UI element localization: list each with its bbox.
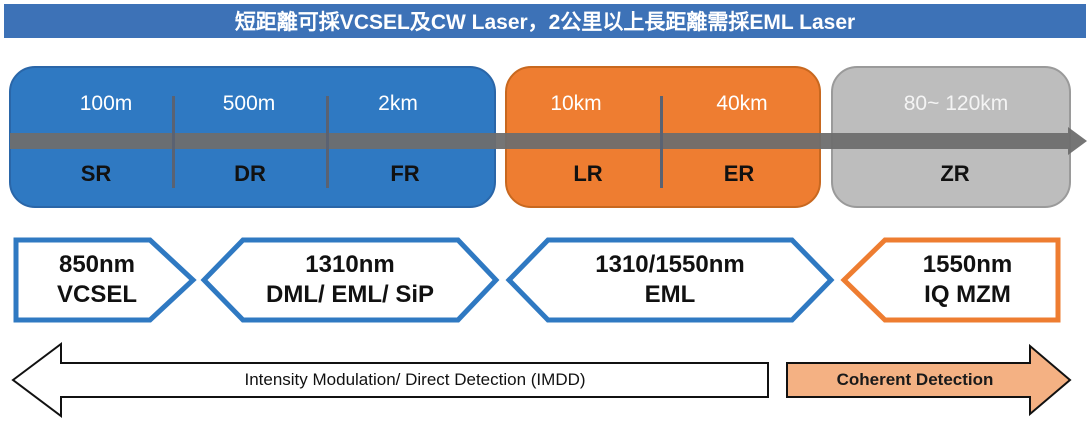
- vcsel-label: 850nm VCSEL: [24, 250, 170, 310]
- code-sr: SR: [80, 161, 112, 186]
- code-er: ER: [723, 161, 755, 186]
- distance-2km: 2km: [378, 92, 418, 115]
- code-zr: ZR: [940, 161, 970, 186]
- iq-mzm-label: 1550nm IQ MZM: [880, 250, 1055, 310]
- code-dr: DR: [234, 161, 266, 186]
- eml-wavelength: 1310/1550nm: [595, 251, 745, 278]
- iq-mzm-wavelength: 1550nm: [922, 251, 1013, 278]
- divider-lr-er: [660, 96, 663, 188]
- iq-mzm-type: IQ MZM: [924, 281, 1011, 308]
- title-bar: 短距離可採VCSEL及CW Laser，2公里以上長距離需採EML Laser: [4, 4, 1086, 38]
- distance-80-120km: 80~ 120km: [903, 92, 1009, 115]
- vcsel-shape: [13, 237, 197, 323]
- divider-sr-dr: [172, 96, 175, 188]
- eml-label: 1310/1550nm EML: [535, 250, 805, 310]
- vcsel-wavelength: 850nm: [58, 251, 136, 278]
- dml-eml-sip-type: DML/ EML/ SiP: [266, 281, 434, 308]
- code-fr: FR: [390, 161, 420, 186]
- eml-type: EML: [644, 281, 696, 308]
- coherent-label: Coherent Detection: [836, 370, 994, 389]
- dml-eml-sip-wavelength: 1310nm: [305, 251, 395, 278]
- distance-10km: 10km: [550, 92, 602, 115]
- imdd-label: Intensity Modulation/ Direct Detection (…: [244, 370, 586, 389]
- distance-500m: 500m: [222, 92, 276, 115]
- imdd-arrow: [11, 342, 769, 418]
- divider-dr-fr: [326, 96, 329, 188]
- distance-40km: 40km: [716, 92, 768, 115]
- dml-eml-sip-label: 1310nm DML/ EML/ SiP: [228, 250, 472, 310]
- iq-mzm-shape: [840, 237, 1061, 323]
- code-lr: LR: [573, 161, 603, 186]
- title-text: 短距離可採VCSEL及CW Laser，2公里以上長距離需採EML Laser: [234, 11, 856, 34]
- coherent-arrow: [786, 343, 1072, 417]
- distance-100m: 100m: [79, 92, 133, 115]
- eml-shape: [505, 237, 835, 323]
- dml-eml-sip-shape: [200, 237, 500, 323]
- vcsel-type: VCSEL: [56, 281, 137, 308]
